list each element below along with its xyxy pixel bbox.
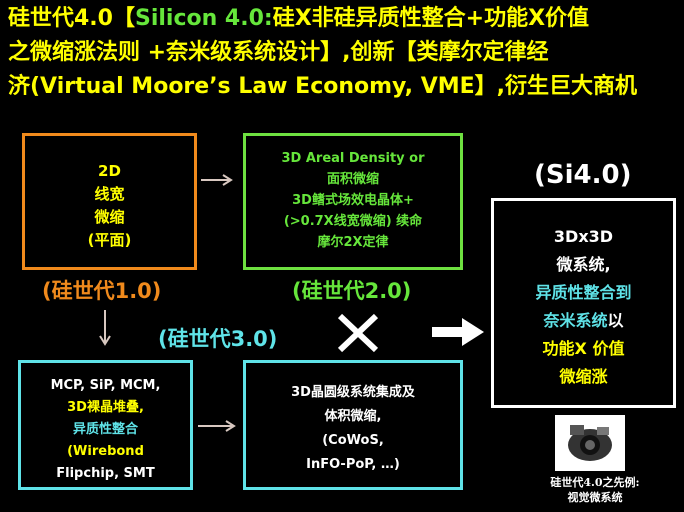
box-line: (平面) (87, 231, 132, 249)
box-line: 线宽 (94, 185, 125, 203)
gen-2-label: (硅世代2.0) (292, 279, 412, 303)
box-line: 3Dx3D (553, 227, 614, 246)
box-line: 异质性整合 (72, 422, 138, 437)
arrow-right-2 (198, 420, 236, 432)
box-2d-scaling: 2D 线宽 微缩 (平面) (22, 133, 197, 270)
title-text-green: Silicon 4.0: (134, 6, 273, 31)
cross-icon (337, 313, 379, 353)
box-line: 异质性整合到 (535, 283, 632, 302)
box-line: 3D晶圆级系统集成及 (291, 385, 415, 400)
box-line: 3D鳍式场效电晶体+ (292, 193, 414, 208)
box-3d-areal-density: 3D Areal Density or 面积微缩 3D鳍式场效电晶体+ (>0.… (243, 133, 463, 270)
box-line: 微缩涨 (559, 367, 608, 386)
caption-line: 硅世代4.0之先例: (550, 476, 640, 489)
box-line: (CoWoS, (322, 433, 384, 448)
box-3d-wafer-level: 3D晶圆级系统集成及 体积微缩, (CoWoS, InFO-PoP, …) (243, 360, 463, 490)
box-line: (>0.7X线宽微缩) 续命 (283, 214, 423, 229)
title-line-2: 之微缩涨法则 +奈米级系统设计】,创新【类摩尔定律经 (8, 40, 549, 65)
box-text-cyan: 奈米系统 (543, 311, 608, 330)
box-line: 2D (98, 162, 121, 180)
title-line-3: 济(Virtual Moore’s Law Economy, VME】,衍生巨大… (8, 74, 637, 99)
box-line: (Wirebond (67, 444, 144, 459)
box-line: InFO-PoP, …) (306, 457, 400, 472)
box-line: 微缩 (94, 208, 125, 226)
gen-1-label: (硅世代1.0) (42, 279, 162, 303)
box-line: 摩尔2X定律 (317, 235, 389, 250)
box-line: 面积微缩 (326, 172, 379, 187)
box-line: 3D裸晶堆叠, (67, 400, 144, 415)
arrow-right-1 (201, 174, 233, 186)
box-line: 奈米系统以 (494, 307, 673, 335)
box-mcp-sip: MCP, SiP, MCM, 3D裸晶堆叠, 异质性整合 (Wirebond F… (18, 360, 193, 490)
title-line-1: 硅世代4.0【Silicon 4.0:硅X非硅异质性整合+功能X价值 (8, 2, 680, 36)
caption-line: 视觉微系统 (567, 491, 623, 504)
box-line: 体积微缩, (324, 409, 382, 424)
arrow-down (99, 310, 111, 346)
photo-caption: 硅世代4.0之先例: 视觉微系统 (510, 475, 680, 505)
title-text: 硅世代4.0【 (8, 6, 135, 31)
slide-title: 硅世代4.0【Silicon 4.0:硅X非硅异质性整合+功能X价值 之微缩涨法… (8, 2, 680, 104)
gen-4-label: (Si4.0) (534, 160, 632, 190)
box-line: 3D Areal Density or (281, 151, 425, 166)
gen-3-label: (硅世代3.0) (158, 327, 278, 351)
box-line: MCP, SiP, MCM, (50, 378, 161, 393)
vision-microsystem-photo (555, 415, 625, 471)
box-line: 功能X 价值 (542, 339, 625, 358)
box-si4-microsystem: 3Dx3D 微系统, 异质性整合到 奈米系统以 功能X 价值 微缩涨 (491, 198, 676, 408)
box-line: 微系统, (556, 255, 611, 274)
box-text: 以 (607, 311, 624, 330)
box-line: Flipchip, SMT (56, 466, 155, 481)
arrow-right-bold (432, 318, 484, 346)
title-text: 硅X非硅异质性整合+功能X价值 (272, 6, 590, 31)
